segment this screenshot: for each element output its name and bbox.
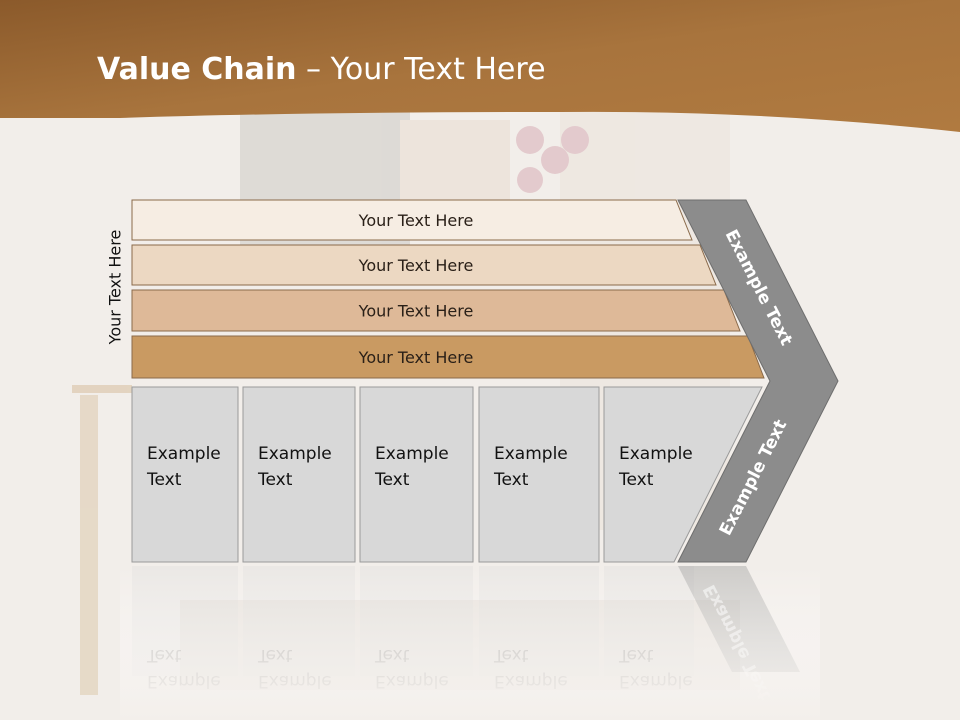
title-rest: – Your Text Here xyxy=(296,52,546,87)
reflection-fade xyxy=(120,566,820,720)
primary-activity-label-line2: Text xyxy=(257,470,293,490)
header-band xyxy=(0,0,960,132)
primary-activity-box-2 xyxy=(242,386,356,563)
activity-bar-1 xyxy=(131,199,693,241)
primary-activity-label-line1: Example xyxy=(375,444,449,464)
activity-bar-3 xyxy=(131,289,741,332)
primary-activity-label-line2: Text xyxy=(618,470,654,490)
activity-bar-label: Your Text Here xyxy=(358,302,474,321)
primary-activity-label-line2: Text xyxy=(493,470,529,490)
primary-activity-label-line1: Example xyxy=(258,444,332,464)
primary-activity-label-line1: Example xyxy=(494,444,568,464)
primary-activity-label-line2: Text xyxy=(146,470,182,490)
margin-chevron xyxy=(677,199,839,563)
activity-bar-4 xyxy=(131,335,765,379)
primary-activity-box-3 xyxy=(359,386,474,563)
primary-activity-box-1 xyxy=(131,386,239,563)
slide-title: Value Chain – Your Text Here xyxy=(97,52,546,87)
title-bold: Value Chain xyxy=(97,52,297,87)
primary-activity-label-line1: Example xyxy=(619,444,693,464)
primary-activity-box-4 xyxy=(478,386,600,563)
primary-activity-label-line1: Example xyxy=(147,444,221,464)
activity-bar-label: Your Text Here xyxy=(358,211,474,230)
primary-activity-label-line2: Text xyxy=(374,470,410,490)
activity-bar-label: Your Text Here xyxy=(358,348,474,367)
activity-bar-2 xyxy=(131,244,717,286)
primary-activity-box-5 xyxy=(603,386,763,563)
activity-bar-label: Your Text Here xyxy=(358,256,474,275)
